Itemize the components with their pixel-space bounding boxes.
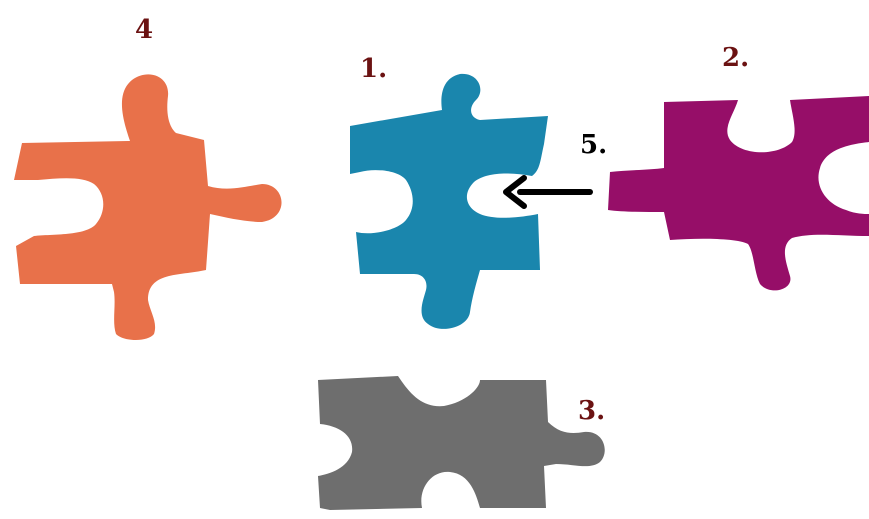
magenta-puzzle-piece — [608, 96, 869, 291]
blue-puzzle-piece — [350, 73, 548, 329]
arrow-head — [503, 175, 527, 209]
label-piece-3: 3. — [578, 396, 606, 426]
label-piece-2: 2. — [722, 43, 750, 73]
label-arrow-5: 5. — [580, 130, 608, 160]
label-piece-4: 4 — [135, 15, 154, 45]
gray-puzzle-piece — [318, 376, 605, 510]
orange-puzzle-piece — [14, 74, 282, 340]
label-piece-1: 1. — [360, 54, 388, 84]
